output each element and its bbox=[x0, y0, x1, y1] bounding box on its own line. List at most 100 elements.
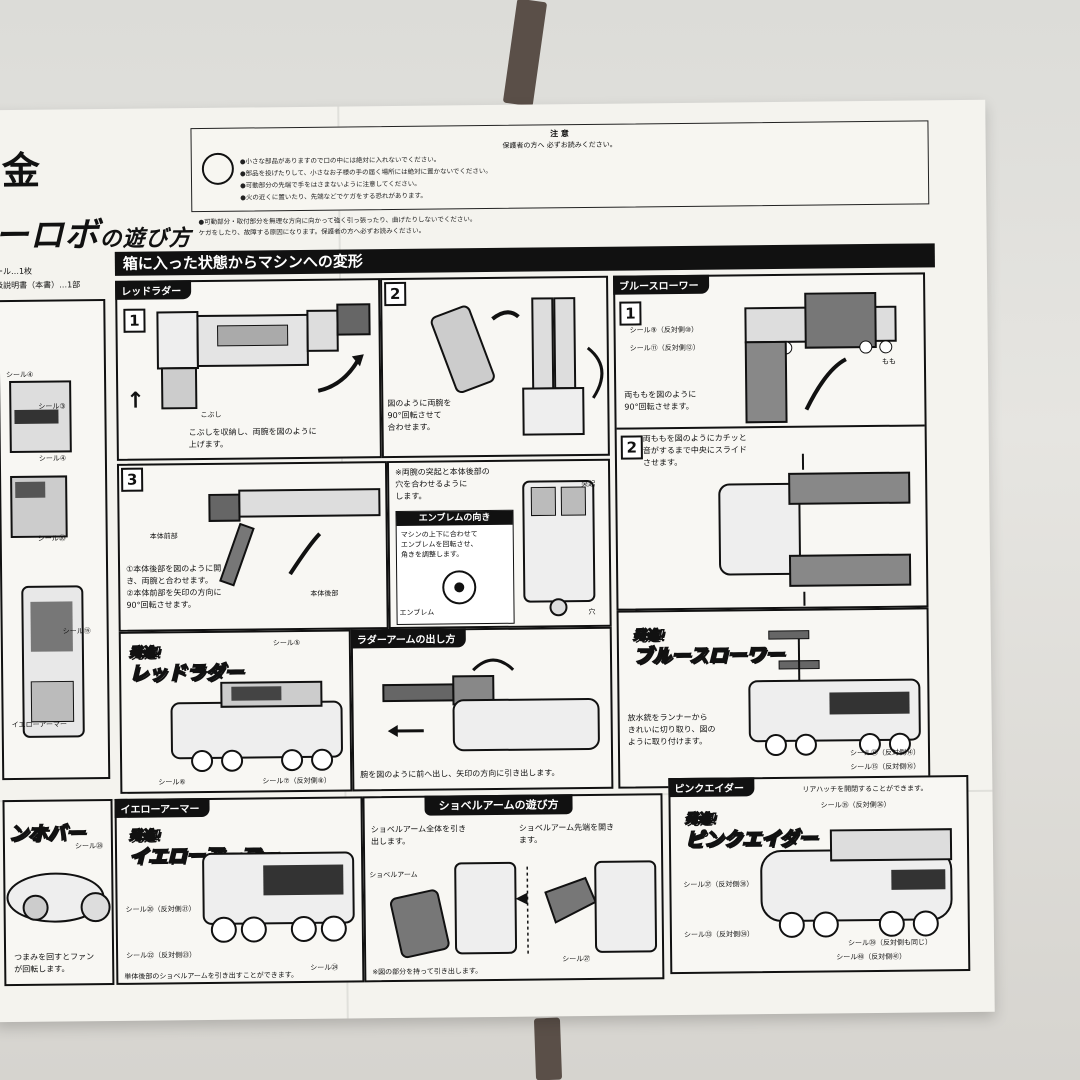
red-ladder-rotate-illustration bbox=[430, 297, 604, 436]
seal-label: シール⑪（反対側⑫） bbox=[629, 343, 700, 353]
caption-line: 合わせます。 bbox=[387, 422, 435, 433]
shovel-caption2: ショベルアーム先端を開き ます。 bbox=[519, 822, 615, 847]
caption-line: 図のように両腕を bbox=[387, 398, 452, 409]
caption-line: ように取り付けます。 bbox=[627, 736, 708, 747]
seal-label: シール④ bbox=[5, 370, 34, 380]
step-number: 3 bbox=[121, 467, 144, 492]
emblem-label: エンブレム bbox=[399, 608, 435, 617]
seal-label: シール④ bbox=[38, 454, 67, 463]
seal-label: シール⑤ bbox=[272, 638, 301, 648]
yellow-armor-panel: イエローアーマー 発進! イエローアーマー シール⑳（反対側㉑） シール㉒（反対… bbox=[114, 796, 365, 985]
floor-stain bbox=[502, 0, 548, 107]
caption-line: ②本体前部を矢印の方向に bbox=[126, 587, 222, 598]
emblem-panel: ※両腕の突起と本体後部の 穴を合わせるように します。 エンブレムの向き マシン… bbox=[386, 458, 612, 630]
tokki-label: 突起 bbox=[581, 479, 596, 489]
contents-item: 取扱説明書（本書）…1部 bbox=[0, 280, 81, 291]
step-number: 2 bbox=[384, 281, 407, 307]
fan-caption: つまみを回すとファン が回転します。 bbox=[14, 951, 94, 976]
caption-line: 90°回転させて bbox=[387, 410, 442, 421]
momo-label: もも bbox=[881, 357, 896, 366]
red-ladder-open-illustration bbox=[208, 488, 381, 587]
ladder-arm-panel: ラダーアームの出し方 腕を図のように前へ出し、矢印の方向に引き出します。 bbox=[350, 626, 614, 792]
caption-line: ①本体後部を図のように開 bbox=[126, 563, 222, 574]
attach-caption: 放水銃をランナーから きれいに切り取り、図の ように取り付けます。 bbox=[628, 712, 716, 749]
red-ladder-vehicle-illustration bbox=[170, 680, 343, 773]
shovel-arm-illustration bbox=[389, 860, 658, 959]
caution-line: ●可動部分の先端で手をはさまないように注意してください。 bbox=[240, 179, 421, 190]
red-ladder-tab: レッドラダー bbox=[115, 280, 192, 300]
seal-label: シール㉒（反対側㉓） bbox=[126, 951, 197, 960]
seal-label: シール㉟（反対側㊱） bbox=[820, 800, 891, 810]
rear-body-label: 本体後部 bbox=[310, 589, 339, 598]
step-number: 1 bbox=[619, 301, 642, 326]
blue-thrower-panel: ブルースローワー 1 シール⑨（反対側⑩） シール⑪（反対側⑫） もも 両ももを… bbox=[613, 272, 929, 611]
pink-aider-tab: ピンクエイダー bbox=[668, 777, 755, 798]
hover-panel: ンホバー シール㉘ つまみを回すとファン が回転します。 bbox=[2, 798, 115, 987]
seal-label: シール㊴（反対側も同じ） bbox=[847, 938, 933, 948]
contents-list: シール…1枚 取扱説明書（本書）…1部 bbox=[0, 264, 80, 293]
emblem-text: マシンの上下に合わせて エンブレムを回転させ、 角きを調整します。 bbox=[401, 529, 478, 560]
blue-thrower-tab: ブルースローワー bbox=[613, 274, 709, 295]
blue-thrower-launch-panel: 発進! ブルースローワー 放水銃をランナーから きれいに切り取り、図の ように取… bbox=[616, 607, 931, 789]
step-number: 2 bbox=[620, 435, 643, 460]
caption-line: します。 bbox=[395, 491, 427, 501]
contents-item: シール…1枚 bbox=[0, 266, 33, 277]
caption-line: エンブレムを回転させ、 bbox=[400, 540, 478, 549]
page-title: ーロボの遊び方 bbox=[0, 206, 192, 257]
shovel-arm-panel: ショベルアームの遊び方 ショベルアーム全体を引き 出します。 ショベルアーム先端… bbox=[362, 793, 665, 983]
ladder-arm-title: ラダーアームの出し方 bbox=[350, 628, 466, 649]
caption-line: が回転します。 bbox=[14, 964, 70, 975]
red-ladder-fold-illustration bbox=[156, 303, 371, 410]
red-ladder-step2-panel: 2 図のように両腕を 90°回転させて 合わせます。 bbox=[380, 275, 610, 459]
caption-line: 放水銃をランナーから bbox=[627, 712, 708, 723]
yellow-armor-label: イエローアーマー bbox=[11, 720, 67, 730]
caption-line: ショベルアーム先端を開き bbox=[518, 822, 615, 833]
blue-step1-caption: 両ももを図のように 90°回転させます。 bbox=[624, 389, 696, 414]
caption-line: こぶしを収納し、両腕を図のように bbox=[188, 426, 317, 438]
seal-label: シール⑲ bbox=[62, 627, 91, 636]
shovel-caption1: ショベルアーム全体を引き 出します。 bbox=[371, 823, 467, 848]
caution-box: 注 意 保護者の方へ 必ずお読みください。 ●小さな部品がありますので口の中には… bbox=[190, 120, 930, 213]
alignment-note: ※両腕の突起と本体後部の 穴を合わせるように します。 bbox=[395, 466, 490, 503]
left-panel: シール④ シール③ シール④ シール⑳ シール⑲ イエローアーマー bbox=[0, 299, 111, 781]
emblem-orientation-box: エンブレムの向き マシンの上下に合わせて エンブレムを回転させ、 角きを調整しま… bbox=[395, 509, 515, 625]
hover-title: ンホバー bbox=[8, 822, 86, 846]
seal-label: シール⑳（反対側㉑） bbox=[125, 905, 196, 914]
caption-line: ショベルアーム全体を引き bbox=[370, 824, 467, 835]
seal-label: シール⑬（反対側⑭） bbox=[849, 748, 921, 758]
caution-line: ●火の近くに置いたり、先端などでケガをする恐れがあります。 bbox=[240, 191, 427, 202]
pink-aider-vehicle-illustration bbox=[760, 828, 953, 938]
yellow-armor-tab: イエローアーマー bbox=[114, 797, 210, 818]
launch-small: 発進! bbox=[128, 645, 162, 662]
shovel-note: ※図の部分を持って引き出します。 bbox=[372, 967, 483, 977]
seal-label: シール⑳ bbox=[37, 534, 66, 543]
seal-label: シール③ bbox=[38, 402, 66, 411]
pink-aider-panel: ピンクエイダー リアハッチを開閉することができます。 発進! ピンクエイダー シ… bbox=[668, 775, 971, 975]
caption-line: 穴を合わせるように bbox=[395, 479, 468, 489]
emblem-icon bbox=[442, 570, 477, 605]
section-banner: 箱に入った状態からマシンへの変形 bbox=[114, 243, 935, 276]
red-ladder-step3-panel: 3 本体前部 本体後部 ①本体後部を図のように開 き、両腕と合わせます。 ②本体… bbox=[116, 461, 389, 632]
caption-line: ※両腕の突起と本体後部の bbox=[395, 466, 490, 477]
ladder-arm-illustration bbox=[382, 658, 600, 752]
ana-label: 穴 bbox=[588, 607, 596, 616]
caption-line: つまみを回すとファン bbox=[14, 952, 95, 963]
kobushi-label: こぶし bbox=[200, 410, 222, 420]
floor-stain bbox=[533, 1017, 563, 1080]
red-ladder-launch-panel: 発進! レッドラダー シール⑤ シール⑥ シール⑦（反対側⑧） bbox=[118, 629, 353, 794]
seal-label: シール⑦（反対側⑧） bbox=[262, 776, 331, 786]
rear-hatch-note: リアハッチを開閉することができます。 bbox=[802, 784, 928, 794]
hover-vehicle-illustration bbox=[6, 872, 111, 923]
step2-caption: 図のように両腕を 90°回転させて 合わせます。 bbox=[387, 397, 451, 434]
caption-line: 90°回転させます。 bbox=[126, 600, 196, 610]
caption-line: ます。 bbox=[518, 835, 543, 845]
title-kanji: 金 bbox=[1, 148, 41, 194]
caution-extra-line: ケガをしたり、故障する原因になります。保護者の方へ必ずお読みください。 bbox=[198, 226, 426, 238]
seal-label: シール㉗ bbox=[562, 954, 591, 964]
caption-line: 音がするまで中央にスライド bbox=[642, 445, 747, 456]
warning-mark-icon bbox=[201, 152, 235, 185]
caution-line: ●部品を投げたりして、小さなお子様の手の届く場所には絶対に置かないでください。 bbox=[239, 166, 492, 178]
seal-label: シール㉔ bbox=[310, 963, 339, 972]
blue-thrower-slide-illustration bbox=[718, 453, 912, 606]
step1-caption: こぶしを収納し、両腕を図のように 上げます。 bbox=[189, 426, 317, 451]
